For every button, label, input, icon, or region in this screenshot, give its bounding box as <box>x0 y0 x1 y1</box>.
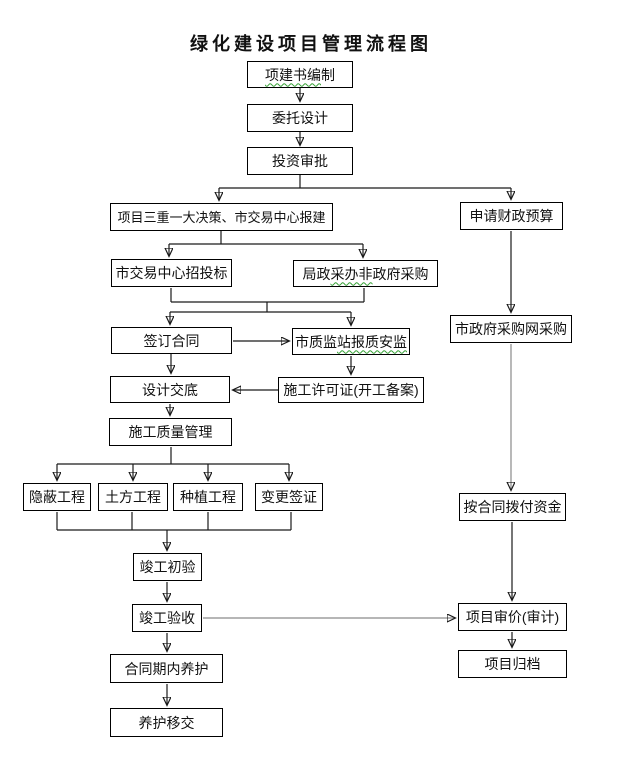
trunk-approval-split <box>219 175 511 189</box>
node-design-disclosure: 设计交底 <box>110 376 230 403</box>
node-bureau-non-govt-procurement: 局政采办非政府采购 <box>293 260 438 287</box>
node-pay-funds-per-contract: 按合同拨付资金 <box>459 493 566 521</box>
node-entrust-design: 委托设计 <box>247 104 353 132</box>
node-label: 按合同拨付资金 <box>463 499 562 515</box>
trunk-bidding-merge <box>170 288 365 313</box>
diagram-title: 绿化建设项目管理流程图 <box>190 34 432 54</box>
node-label: 市质监站报质安监 <box>295 333 407 350</box>
node-investment-approval: 投资审批 <box>247 147 353 175</box>
node-label: 项建书编制 <box>265 66 335 83</box>
node-label: 隐蔽工程 <box>29 489 85 505</box>
node-major-decision-trade-center-filing: 项目三重一大决策、市交易中心报建 <box>110 203 333 231</box>
node-label: 市交易中心招投标 <box>115 265 228 281</box>
node-maintenance-handover: 养护移交 <box>110 708 223 737</box>
node-quality-safety-supervision-report: 市质监站报质安监 <box>292 328 410 355</box>
node-label: 设计交底 <box>142 381 198 398</box>
node-label: 变更签证 <box>261 489 317 505</box>
node-trade-center-bidding: 市交易中心招投标 <box>111 259 232 287</box>
node-completion-acceptance: 竣工验收 <box>132 604 202 632</box>
node-project-audit: 项目审价(审计) <box>458 603 567 631</box>
node-govt-procurement-web: 市政府采购网采购 <box>450 315 572 343</box>
node-label: 申请财政预算 <box>469 208 554 224</box>
node-label: 养护移交 <box>138 714 195 731</box>
node-label: 项目归档 <box>484 656 541 672</box>
node-construction-quality-mgmt: 施工质量管理 <box>109 418 232 446</box>
node-label: 合同期内养护 <box>124 660 209 677</box>
node-label: 种植工程 <box>180 489 236 505</box>
node-label: 局政采办非政府采购 <box>302 265 429 282</box>
node-in-contract-maintenance: 合同期内养护 <box>110 654 223 683</box>
node-change-visa: 变更签证 <box>255 483 323 511</box>
node-label: 签订合同 <box>143 332 200 349</box>
node-project-archive: 项目归档 <box>458 650 567 678</box>
node-completion-initial-inspection: 竣工初验 <box>133 553 202 581</box>
node-label: 竣工验收 <box>139 610 195 626</box>
node-proposal-compilation: 项建书编制 <box>247 61 353 88</box>
node-label: 项目审价(审计) <box>465 609 560 625</box>
node-label: 竣工初验 <box>139 559 196 575</box>
trunk-quality-split <box>57 447 289 465</box>
node-earthworks: 土方工程 <box>98 483 168 511</box>
trunk-works-merge <box>56 512 292 531</box>
node-label: 投资审批 <box>272 153 328 169</box>
node-planting-works: 种植工程 <box>173 483 243 511</box>
node-label: 施工质量管理 <box>128 424 213 440</box>
node-construction-permit: 施工许可证(开工备案) <box>278 377 424 403</box>
node-concealed-works: 隐蔽工程 <box>23 483 91 511</box>
node-sign-contract: 签订合同 <box>111 327 232 354</box>
node-label: 项目三重一大决策、市交易中心报建 <box>117 209 326 225</box>
trunk-decision-split <box>169 231 363 245</box>
node-label: 土方工程 <box>105 489 161 505</box>
node-label: 委托设计 <box>272 110 328 126</box>
node-label: 施工许可证(开工备案) <box>283 382 419 398</box>
node-apply-fiscal-budget: 申请财政预算 <box>460 202 563 230</box>
node-label: 市政府采购网采购 <box>455 321 567 337</box>
